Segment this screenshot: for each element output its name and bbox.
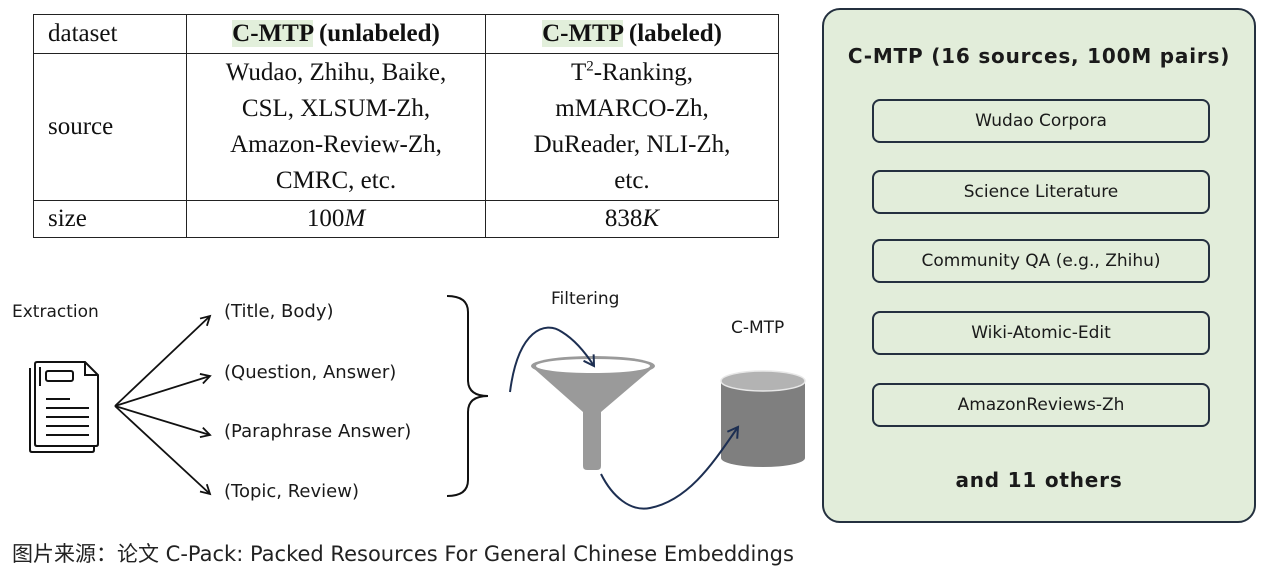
header-unlabeled-highlight: C-MTP: [232, 20, 313, 47]
pair-title-body: (Title, Body): [224, 301, 334, 322]
header-labeled: C-MTP (labeled): [485, 14, 779, 54]
t2-superscript: 2: [586, 58, 594, 75]
arrow-to-topic-review: [114, 405, 212, 496]
cmtp-output-label: C-MTP: [731, 318, 785, 338]
image-caption: 图片来源：论文 C-Pack: Packed Resources For Gen…: [12, 542, 794, 566]
source-box-science-literature: Science Literature: [872, 170, 1210, 214]
size-unit: M: [344, 205, 366, 232]
size-number: 100: [306, 205, 345, 232]
row-label-size: size: [33, 200, 187, 238]
extraction-label: Extraction: [12, 302, 99, 322]
cell-source-unlabeled: Wudao, Zhihu, Baike, CSL, XLSUM-Zh, Amaz…: [186, 53, 486, 201]
brace-icon: [446, 295, 489, 497]
source-line: Amazon-Review-Zh,: [230, 131, 442, 158]
row-label-source: source: [33, 53, 187, 201]
table-row-source: source Wudao, Zhihu, Baike, CSL, XLSUM-Z…: [33, 53, 779, 201]
panel-footer: and 11 others: [955, 468, 1123, 492]
header-labeled-highlight: C-MTP: [542, 20, 623, 47]
source-box-community-qa: Community QA (e.g., Zhihu): [872, 239, 1210, 283]
pipeline-graphics: [29, 295, 806, 510]
funnel-icon: [531, 356, 655, 470]
document-icon: [29, 361, 99, 453]
cell-size-labeled: 838K: [485, 200, 779, 238]
dataset-table: dataset C-MTP (unlabeled) C-MTP (labeled…: [33, 14, 779, 238]
pair-paraphrase-answer: (Paraphrase Answer): [224, 421, 412, 442]
arrow-to-question-answer: [114, 373, 212, 407]
arrow-to-title-body: [114, 314, 212, 407]
cell-size-unlabeled: 100M: [186, 200, 486, 238]
size-number: 838: [604, 205, 643, 232]
t2-rest: -Ranking,: [593, 59, 694, 86]
size-unit: K: [642, 205, 660, 232]
source-line: mMARCO-Zh,: [555, 95, 709, 122]
pair-question-answer: (Question, Answer): [224, 362, 397, 383]
arrow-to-paraphrase: [114, 405, 212, 439]
source-line: etc.: [614, 167, 650, 194]
source-line: T2-Ranking,: [492, 55, 772, 91]
database-cylinder-icon: [720, 370, 806, 467]
source-box-amazon-reviews: AmazonReviews-Zh: [872, 383, 1210, 427]
source-line: Wudao, Zhihu, Baike,: [225, 59, 447, 86]
cell-source-labeled: T2-Ranking, mMARCO-Zh, DuReader, NLI-Zh,…: [485, 53, 779, 201]
source-line: CSL, XLSUM-Zh,: [241, 95, 431, 122]
cmtp-sources-panel: C-MTP (16 sources, 100M pairs) Wudao Cor…: [822, 8, 1256, 523]
arrow-into-funnel: [509, 326, 596, 393]
source-box-wudao: Wudao Corpora: [872, 99, 1210, 143]
pair-topic-review: (Topic, Review): [224, 481, 359, 502]
table-row-size: size 100M 838K: [33, 200, 779, 238]
header-dataset: dataset: [33, 14, 187, 54]
header-labeled-rest: (labeled): [622, 20, 722, 47]
source-line: CMRC, etc.: [275, 167, 397, 194]
panel-title: C-MTP (16 sources, 100M pairs): [847, 44, 1231, 68]
t2-base: T: [570, 59, 587, 86]
source-box-wiki-atomic-edit: Wiki-Atomic-Edit: [872, 311, 1210, 355]
source-line: DuReader, NLI-Zh,: [533, 131, 731, 158]
table-header-row: dataset C-MTP (unlabeled) C-MTP (labeled…: [33, 14, 779, 54]
header-unlabeled: C-MTP (unlabeled): [186, 14, 486, 54]
filtering-label: Filtering: [551, 289, 620, 309]
header-unlabeled-rest: (unlabeled): [312, 20, 440, 47]
arrow-to-cmtp: [600, 425, 740, 510]
